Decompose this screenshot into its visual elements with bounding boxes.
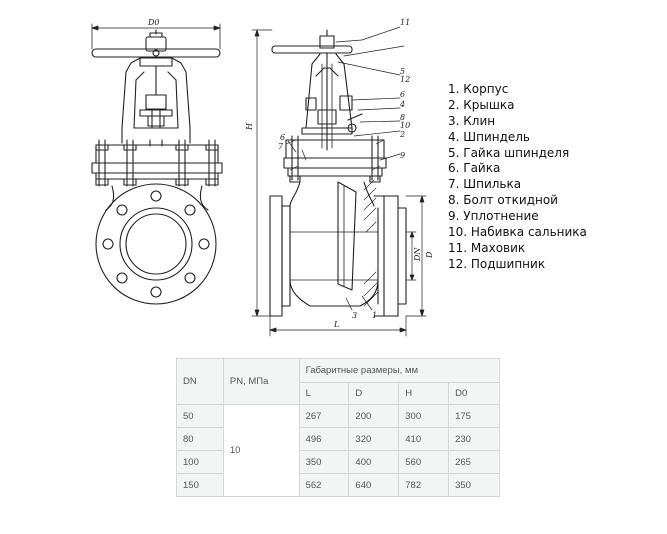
- legend-item: 12. Подшипник: [448, 256, 546, 271]
- parts-legend: 1. Корпус 2. Крышка 3. Клин 4. Шпиндель …: [448, 82, 587, 273]
- dim-label-l: L: [333, 320, 339, 329]
- col-header-pn: PN, МПа: [222, 358, 300, 405]
- h-dimension: [251, 29, 273, 317]
- col-header-h: H: [398, 382, 450, 405]
- col-group-header: Габаритные размеры, мм: [298, 358, 501, 383]
- dim-label-dn: DN: [413, 247, 422, 262]
- drawing-labels: D0 H L D DN 11 5 12 6 4 8 10 2 9 6 7 3 1: [147, 18, 434, 329]
- callout-12: 12: [400, 75, 410, 84]
- callout-6-left: 6: [280, 133, 285, 142]
- legend-item: 7. Шпилька: [448, 177, 522, 192]
- front-view: [91, 23, 223, 305]
- cell-dn: 50: [176, 404, 224, 428]
- dimensions-table: DN PN, МПа Габаритные размеры, мм L D H …: [176, 358, 501, 497]
- cell-h: 410: [398, 427, 450, 451]
- legend-item: 2. Крышка: [448, 97, 515, 112]
- yoke: [121, 57, 191, 144]
- col-header-l: L: [298, 382, 350, 405]
- table-row: 150 562 640 782 350: [176, 473, 500, 497]
- cell-l: 350: [298, 450, 350, 474]
- legend-item: 1. Корпус: [448, 82, 509, 96]
- callout-10: 10: [400, 121, 410, 130]
- dim-label-h: H: [245, 122, 254, 131]
- legend-item: 10. Набивка сальника: [448, 225, 587, 240]
- cell-d: 400: [348, 450, 400, 474]
- callout-7: 7: [278, 142, 284, 151]
- dim-label-d0: D0: [147, 18, 160, 27]
- side-view: [251, 26, 427, 337]
- cell-h: 560: [398, 450, 450, 474]
- col-header-d0: D0: [448, 382, 500, 405]
- callout-9: 9: [400, 151, 405, 160]
- d0-dimension: [91, 23, 221, 50]
- table-row: 50 10 267 200 300 175: [176, 404, 500, 497]
- table-row: 80 496 320 410 230: [176, 427, 500, 451]
- callout-8: 8: [400, 113, 405, 122]
- bonnet-flange: [91, 139, 223, 187]
- cell-l: 562: [298, 473, 350, 497]
- d-dimension: [405, 195, 427, 317]
- cell-h: 300: [398, 404, 450, 428]
- cell-dn: 150: [176, 473, 224, 497]
- callout-3: 3: [352, 311, 357, 320]
- legend-item: 4. Шпиндель: [448, 129, 531, 144]
- cell-d0: 265: [448, 450, 500, 474]
- col-header-d: D: [348, 382, 400, 405]
- cell-d0: 350: [448, 473, 500, 497]
- dim-label-d: D: [425, 251, 434, 259]
- cell-d: 320: [348, 427, 400, 451]
- callout-leaders: [287, 26, 405, 311]
- callout-6: 6: [400, 90, 405, 99]
- callout-4: 4: [399, 100, 405, 109]
- cell-d: 200: [348, 404, 400, 428]
- legend-item: 11. Маховик: [448, 240, 526, 255]
- legend-item: 9. Уплотнение: [448, 209, 539, 224]
- table-row: 100 350 400 560 265: [176, 450, 500, 474]
- handwheel: [91, 29, 221, 58]
- cell-dn: 100: [176, 450, 224, 474]
- legend-item: 3. Клин: [448, 113, 496, 128]
- col-header-dn: DN: [176, 358, 224, 405]
- cell-d0: 175: [448, 404, 500, 428]
- callout-2: 2: [399, 130, 405, 139]
- l-dimension: [269, 315, 407, 337]
- valve-drawing: D0 H L D DN 11 5 12 6 4 8 10 2 9 6 7 3 1: [91, 18, 434, 337]
- cell-pn: 10: [222, 404, 300, 497]
- cell-l: 496: [298, 427, 350, 451]
- callout-1: 1: [372, 311, 377, 320]
- callout-5: 5: [400, 67, 405, 76]
- cell-dn: 80: [176, 427, 224, 451]
- cell-h: 782: [398, 473, 450, 497]
- cell-d: 640: [348, 473, 400, 497]
- callout-11: 11: [400, 18, 410, 27]
- end-flange: [95, 183, 217, 305]
- legend-item: 5. Гайка шпинделя: [448, 145, 570, 160]
- cell-l: 267: [298, 404, 350, 428]
- cell-d0: 230: [448, 427, 500, 451]
- legend-item: 8. Болт откидной: [448, 193, 558, 208]
- legend-item: 6. Гайка: [448, 161, 501, 176]
